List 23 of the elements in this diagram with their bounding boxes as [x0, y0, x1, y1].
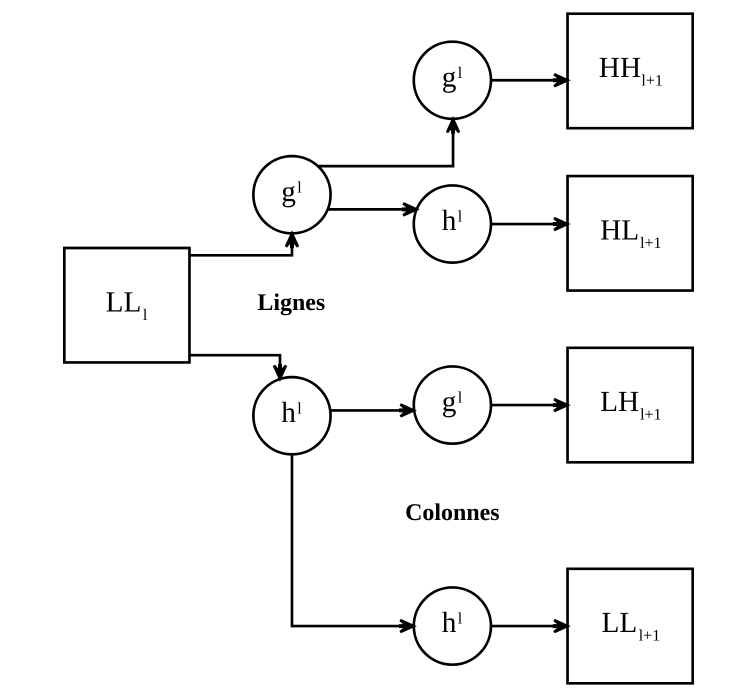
- node-circle: h$^{l}$: [412, 586, 492, 666]
- arrow: [318, 118, 460, 168]
- node-box: HL$_{l+1}$: [566, 174, 694, 292]
- label: Colonnes: [404, 500, 500, 526]
- node-box: LL$_{l+1}$: [566, 567, 694, 685]
- node-circle: g$^{l}$: [252, 154, 332, 235]
- arrow: [327, 202, 418, 217]
- arrow: [490, 398, 568, 412]
- arrow: [490, 618, 568, 634]
- label: Lignes: [256, 290, 325, 316]
- node-circle: h$^{l}$: [252, 376, 332, 456]
- node-circle: g$^{l}$: [412, 365, 492, 446]
- arrow: [490, 72, 568, 88]
- arrow: [490, 216, 568, 232]
- node-circle: h$^{l}$: [412, 184, 492, 264]
- node-circle: g$^{l}$: [412, 40, 492, 120]
- node-box: HH$_{l+1}$: [566, 12, 694, 130]
- arrow: [189, 354, 287, 380]
- arrow: [330, 403, 415, 418]
- node-box: LH$_{l+1}$: [566, 346, 694, 464]
- node-box: LL$_{l}$: [62, 246, 190, 364]
- arrow: [290, 454, 414, 634]
- arrow: [189, 232, 299, 257]
